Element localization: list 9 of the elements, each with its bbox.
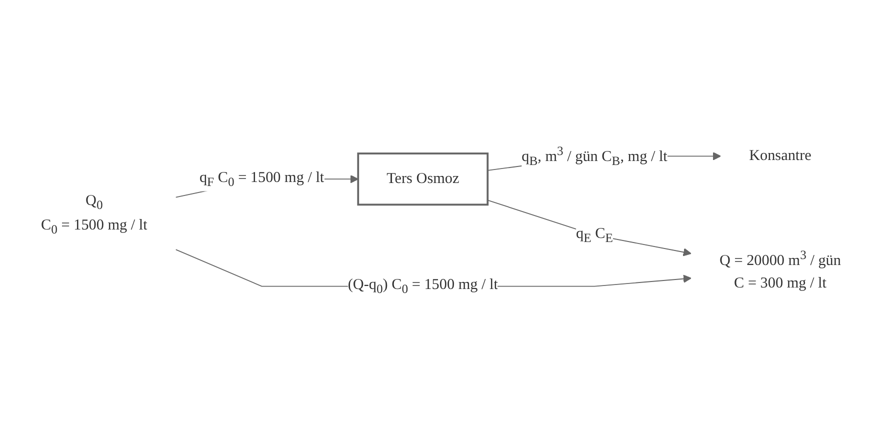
node-text: Q = 20000 m$^{3}$ / gün C = 300 mg / lt (720, 248, 841, 292)
edge-label: q$_{E}$ C$_{E}$ (576, 226, 613, 246)
node-text: Konsantre (749, 148, 812, 164)
node-box: Ters Osmoz (357, 152, 489, 206)
arrow (487, 200, 692, 257)
edge-label: q$_{B}$, m$^{3}$ / gün C$_{B}$, mg / lt (522, 144, 668, 168)
node-text: Q$_{0}$ C$_{0}$ = 1500 mg / lt (41, 193, 148, 237)
edge-label: (Q-q$_{0}$) C$_{0}$ = 1500 mg / lt (348, 277, 498, 296)
edge-label: q$_{F}$ C$_{0}$ = 1500 mg / lt (199, 170, 324, 190)
